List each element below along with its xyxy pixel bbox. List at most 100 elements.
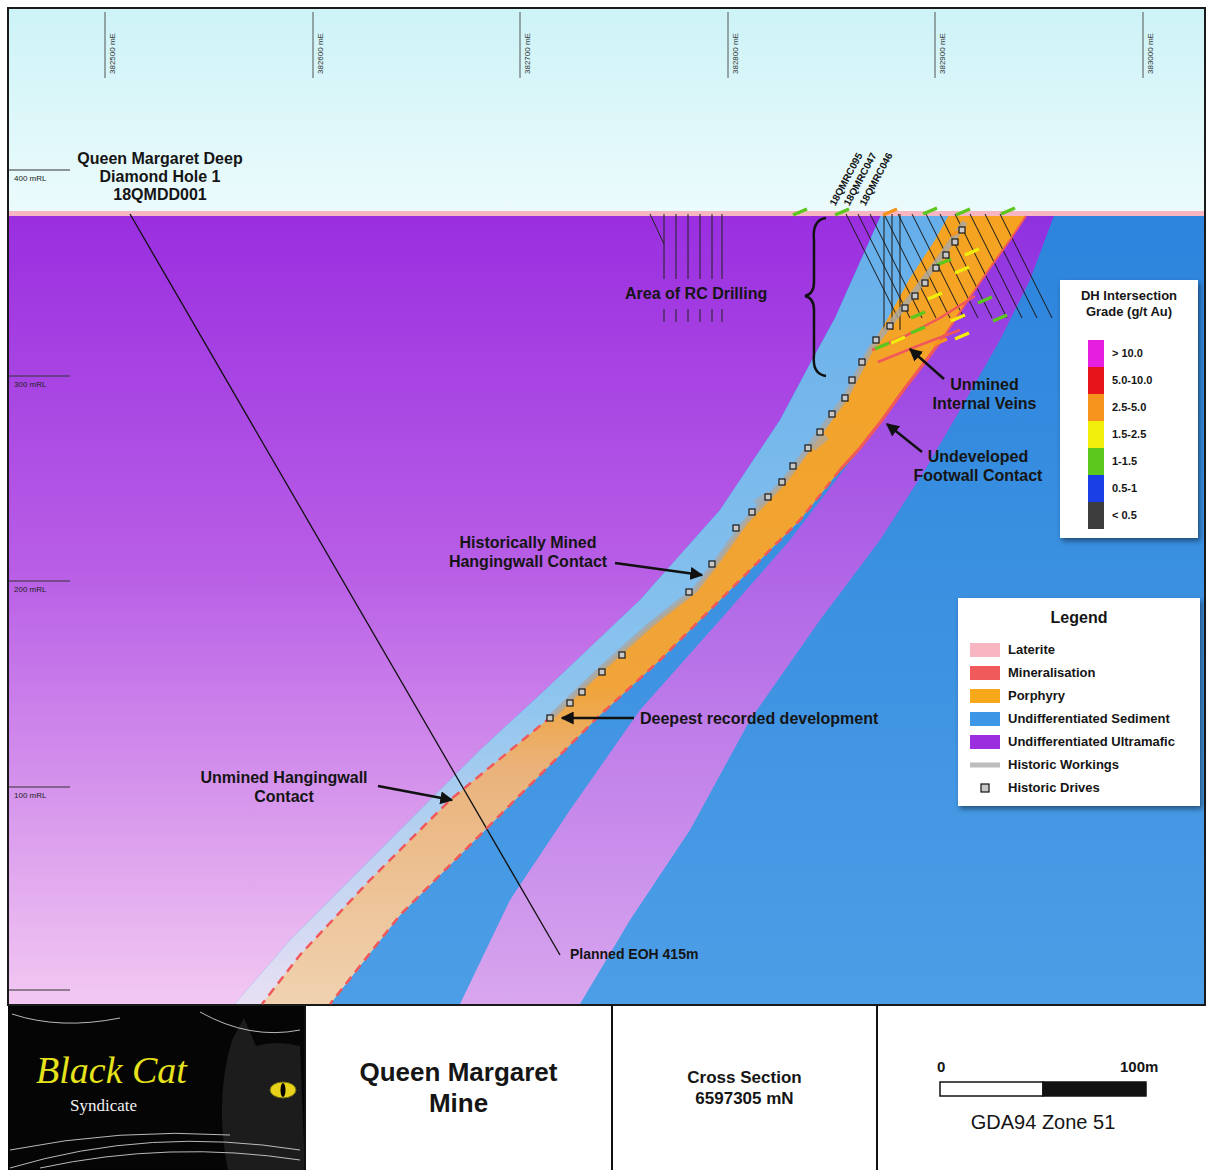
legend-swatch [970,666,1000,680]
intersection-mark [978,297,992,303]
rc-hole [676,214,677,279]
legend-label: Undifferentiated Sediment [1008,710,1170,728]
scale-panel: 0100mGDA94 Zone 51 [878,1006,1200,1170]
grid-easting: 382900 mE [938,33,948,74]
historic-drive [817,429,823,435]
grid-tick [935,12,936,78]
legend-swatch [970,689,1000,703]
logo-word: Syndicate [70,1096,137,1116]
rc-hole [712,309,713,322]
grid-easting: 382500 mE [108,33,118,74]
mineralisation-contact [945,216,1026,335]
whisker [10,1133,230,1150]
historic-drive [829,411,835,417]
historic-drive [709,561,715,567]
internal-vein [872,296,975,350]
intersection-mark [883,209,897,215]
rl-tick [9,990,70,991]
callout-label: Unmined Hangingwall Contact [194,768,374,806]
legend-swatch [1088,394,1104,421]
legend-swatch [1088,340,1104,367]
rc-hole [1000,214,1052,318]
intersection-mark [965,249,979,255]
legend-symbol-art [970,758,1000,772]
legend-label: 1-1.5 [1112,453,1137,469]
historic-workings [552,222,965,716]
intersection-mark [923,208,937,214]
legend-label: Historic Workings [1008,756,1119,774]
historic-drive [842,395,848,401]
sky [8,8,1205,214]
legend-label: 0.5-1 [1112,480,1137,496]
legend-label: 2.5-5.0 [1112,399,1146,415]
grade-legend-box: DH Intersection Grade (g/t Au)> 10.05.0-… [1060,280,1198,538]
legend-heading: DH Intersection Grade (g/t Au) [1060,288,1198,320]
footer-divider [876,1005,878,1170]
rc-hole [722,214,723,279]
scale-bar-dark [1043,1082,1146,1096]
logo-ground [8,1005,305,1170]
scale-bar-light [940,1082,1043,1096]
intersection-mark [933,339,947,345]
callout-arrow [910,349,944,379]
cat-eye [270,1082,296,1098]
intersection-mark [955,267,969,273]
section-frame [8,8,1205,1005]
rc-hole [700,214,701,279]
rc-hole [664,214,665,279]
logo-panel: Black CatSyndicate [8,1006,305,1170]
rl-label: 100 mRL [14,791,46,801]
legend-box: LegendLateriteMineralisationPorphyryUndi… [958,598,1200,806]
diamond-drill-hole [130,214,560,955]
grid-tick [1143,12,1144,78]
grid-tick [313,12,314,78]
grid-tick [728,12,729,78]
legend-swatch [970,712,1000,726]
legend-swatch [1088,367,1104,394]
legend-row: Mineralisation [958,663,1200,683]
grid-easting: 382800 mE [731,33,741,74]
legend-row: Undifferentiated Sediment [958,709,1200,729]
mineralisation-contact [330,470,840,1004]
legend-label: Mineralisation [1008,664,1095,682]
legend-swatch [1088,421,1104,448]
historic-drive [749,509,755,515]
callout-label: Deepest recorded development [640,709,878,728]
legend-label: < 0.5 [1112,507,1137,523]
rc-hole [846,214,898,318]
grid-tick [520,12,521,78]
rc-hole [688,309,689,322]
legend-swatch [1088,475,1104,502]
historic-drive [686,589,692,595]
rc-hole [700,309,701,322]
scale-number: 0 [937,1058,945,1076]
intersection-mark [951,315,965,321]
drive-sample [981,784,989,792]
intersection-mark [955,333,969,339]
intersection-mark [928,293,942,299]
cat-pupil [281,1083,286,1097]
footer-ground [8,1005,1205,1170]
callout-arrow [887,424,922,452]
legend-swatch [1088,448,1104,475]
rc-hole [926,214,978,318]
callout-label: Historically Mined Hangingwall Contact [438,533,618,571]
legend-row: 1.5-2.5 [1060,421,1198,448]
rl-tick [9,170,70,171]
whisker [200,1012,300,1033]
historic-drive [887,323,893,329]
legend-row: < 0.5 [1060,502,1198,529]
section-panel: Cross Section 6597305 mN [613,1006,876,1170]
historic-drive [765,494,771,500]
legend-label: 1.5-2.5 [1112,426,1146,442]
historic-drive [733,525,739,531]
intersection-mark [911,327,925,333]
rl-label: 200 mRL [14,585,46,595]
historic-drive [579,689,585,695]
grid-easting: 383000 mE [1146,33,1156,74]
legend-label: Historic Drives [1008,779,1100,797]
rl-label: 300 mRL [14,380,46,390]
rc-hole [884,214,885,330]
rc-hole [985,214,1037,318]
legend-row: Historic Drives [958,778,1200,798]
